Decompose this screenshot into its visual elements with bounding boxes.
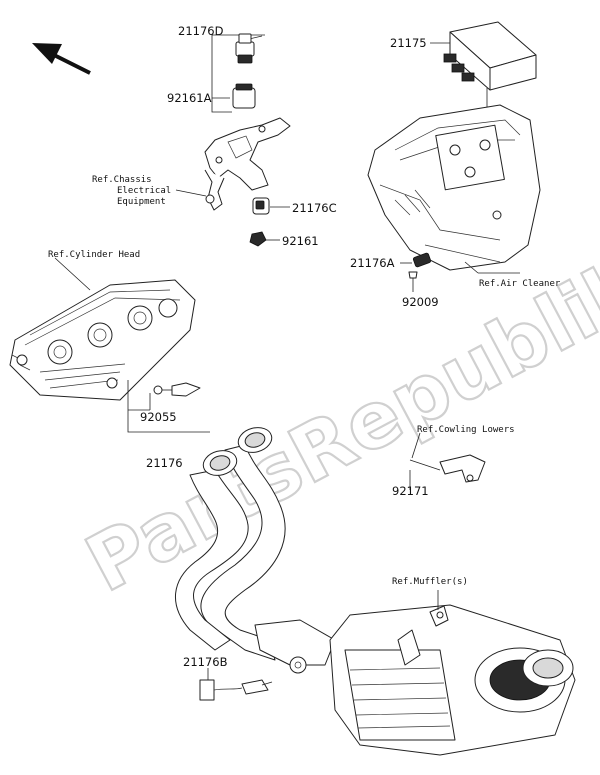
cylinder-head-leader	[54, 257, 91, 291]
label-92009: 92009	[402, 295, 439, 309]
sensor-21176B	[199, 668, 273, 701]
sensor-21176A	[400, 252, 432, 292]
ref-chassis-line3: Equipment	[117, 197, 166, 207]
label-21176: 21176	[146, 456, 183, 470]
ref-cowling-lowers: Ref.Cowling Lowers	[417, 425, 515, 435]
label-21176D: 21176D	[178, 24, 224, 38]
grommet-92161	[249, 231, 280, 247]
cylinder-head	[9, 279, 196, 401]
ecu-21175	[430, 21, 537, 91]
label-92055: 92055	[140, 410, 177, 424]
sensor-group-21176	[127, 380, 210, 433]
ref-cylinder-head: Ref.Cylinder Head	[48, 250, 140, 260]
label-21176C: 21176C	[292, 201, 337, 215]
ref-chassis-line2: Electrical	[117, 186, 171, 196]
label-92161: 92161	[282, 234, 319, 248]
exhaust-headers	[175, 427, 336, 674]
sensor-21176C	[252, 197, 290, 215]
label-92161A: 92161A	[167, 91, 212, 105]
label-21175: 21175	[390, 36, 427, 50]
label-21176B: 21176B	[183, 655, 228, 669]
label-92171: 92171	[392, 484, 429, 498]
ref-air-cleaner: Ref.Air Cleaner	[479, 279, 561, 289]
reference-labels: Ref.Chassis Electrical Equipment Ref.Cyl…	[48, 175, 561, 587]
label-21176A: 21176A	[350, 256, 395, 270]
connector-21176D	[235, 33, 255, 64]
chassis-ref-leader	[175, 189, 207, 197]
ref-mufflers: Ref.Muffler(s)	[392, 577, 468, 587]
air-cleaner-housing	[367, 104, 541, 271]
ref-chassis-line1: Ref.Chassis	[92, 175, 152, 185]
part-number-labels: 21176D 92161A 21175 21176C 92161 21176A …	[140, 24, 439, 669]
bolt-92171	[409, 432, 486, 490]
mounting-bracket	[204, 117, 291, 211]
damper-92161A	[232, 83, 256, 109]
air-cleaner-leader-2	[464, 261, 479, 274]
muffler	[329, 604, 576, 756]
front-direction-arrow-icon	[32, 43, 91, 75]
